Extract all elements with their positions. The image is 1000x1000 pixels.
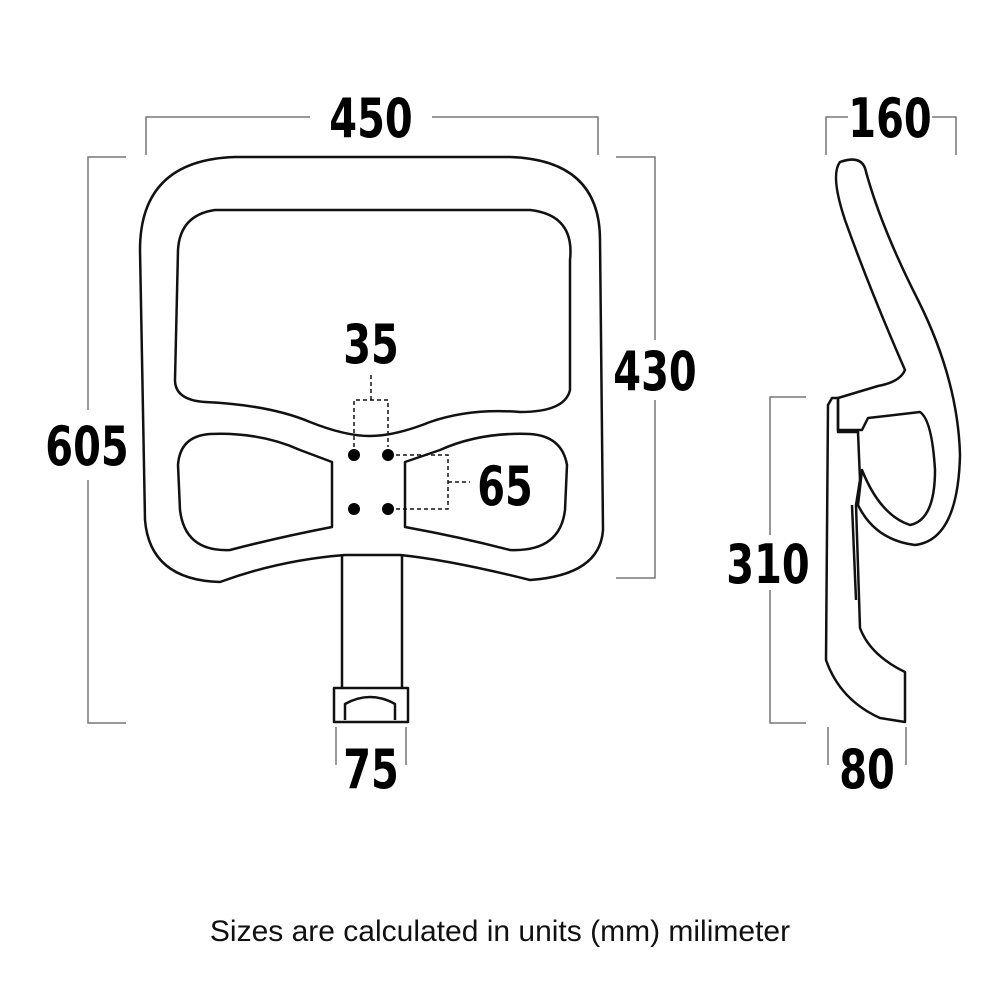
mount-hole-bottom-left xyxy=(348,503,360,515)
mount-hole-top-right xyxy=(382,449,394,461)
side-bracket-inner-line xyxy=(850,504,858,601)
height-605-dimension-line xyxy=(87,156,126,724)
side-height-310-dimension-line xyxy=(769,396,806,724)
mount-width-75-dimension-line xyxy=(335,727,407,765)
side-height-label: 310 xyxy=(726,534,809,597)
frame-outer-outline xyxy=(138,155,605,584)
back-height-label: 430 xyxy=(613,341,696,404)
hole-spacing-35-label: 35 xyxy=(343,314,399,377)
front-view: 450 605 430 35 65 75 xyxy=(45,88,696,802)
hole-spacing-65-label: 65 xyxy=(477,456,533,519)
side-bracket-outline xyxy=(824,396,907,724)
bracket-depth-80-dimension-line xyxy=(827,727,907,765)
side-view: 160 310 80 xyxy=(726,88,962,802)
frame-right-opening xyxy=(403,432,569,552)
side-depth-label: 160 xyxy=(848,88,931,151)
width-450-dimension-line xyxy=(145,116,599,155)
hole-spacing-65-callout xyxy=(396,454,470,510)
mount-stem xyxy=(332,556,410,724)
mount-width-label: 75 xyxy=(343,739,399,802)
mount-hole-bottom-right xyxy=(382,503,394,515)
frame-upper-opening xyxy=(173,208,572,438)
frame-left-opening xyxy=(176,432,334,552)
mount-stem-slot xyxy=(343,695,397,720)
units-caption: Sizes are calculated in units (mm) milim… xyxy=(209,915,791,948)
width-label: 450 xyxy=(329,88,412,151)
side-profile-outline xyxy=(834,158,962,547)
bracket-depth-label: 80 xyxy=(839,739,895,802)
back-height-430-dimension-line xyxy=(616,156,656,579)
height-label: 605 xyxy=(45,416,128,479)
side-depth-160-dimension-line xyxy=(825,116,957,155)
mount-hole-top-left xyxy=(348,449,360,461)
hole-spacing-35-callout xyxy=(353,375,389,447)
